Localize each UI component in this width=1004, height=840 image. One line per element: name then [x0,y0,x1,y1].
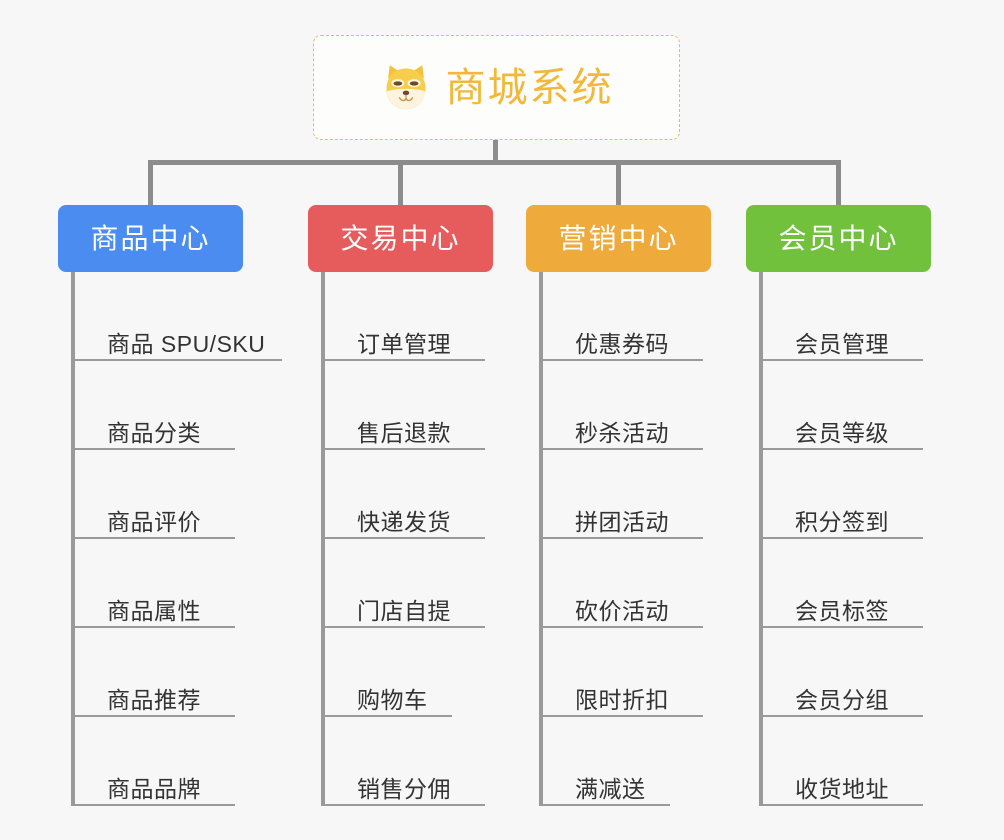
leaf-label: 积分签到 [795,508,889,535]
root-node-shop-system[interactable]: 商城系统 [313,35,680,140]
leaf-underline [325,359,485,361]
leaf-item[interactable]: 商品评价 [75,450,265,539]
leaf-column-marketing-center: 优惠券码 秒杀活动 拼团活动 砍价活动 限时折扣 满减送 [539,272,703,806]
leaf-underline [75,626,235,628]
leaf-item[interactable]: 满减送 [543,717,670,806]
leaf-label: 限时折扣 [575,686,669,713]
leaf-underline [763,359,923,361]
category-node-marketing-center[interactable]: 营销中心 [526,205,711,272]
leaf-underline [325,804,485,806]
leaf-label: 商品品牌 [107,775,201,802]
category-label: 营销中心 [558,222,679,254]
category-node-member-center[interactable]: 会员中心 [746,205,931,272]
leaf-label: 购物车 [357,686,428,713]
leaf-label: 商品属性 [107,597,201,624]
leaf-underline [325,626,485,628]
leaf-label: 拼团活动 [575,508,669,535]
leaf-underline [75,448,235,450]
leaf-column-trade-center: 订单管理 售后退款 快递发货 门店自提 购物车 销售分佣 [321,272,485,806]
leaf-label: 门店自提 [357,597,451,624]
leaf-item[interactable]: 门店自提 [325,539,485,628]
leaf-underline [325,448,485,450]
leaf-label: 商品 SPU/SKU [107,330,266,357]
leaf-underline [543,804,670,806]
leaf-item[interactable]: 会员标签 [763,539,923,628]
leaf-item[interactable]: 积分签到 [763,450,923,539]
leaf-item[interactable]: 商品品牌 [75,717,265,806]
leaf-item[interactable]: 秒杀活动 [543,361,703,450]
leaf-item[interactable]: 会员管理 [763,272,923,361]
leaf-underline [543,626,703,628]
leaf-item[interactable]: 商品属性 [75,539,265,628]
leaf-label: 快递发货 [357,508,451,535]
category-label: 交易中心 [340,222,461,254]
shiba-dog-face-icon [386,64,425,109]
leaf-item[interactable]: 收货地址 [763,717,923,806]
leaf-item[interactable]: 订单管理 [325,272,485,361]
connector-drop-1 [148,160,153,208]
leaf-label: 会员标签 [795,597,889,624]
connector-drop-4 [836,160,841,208]
leaf-item[interactable]: 商品 SPU/SKU [75,272,282,361]
connector-drop-2 [398,160,403,208]
leaf-underline [325,715,452,717]
root-node-title: 商城系统 [445,65,614,110]
leaf-column-member-center: 会员管理 会员等级 积分签到 会员标签 会员分组 收货地址 [759,272,923,806]
leaf-item[interactable]: 限时折扣 [543,628,703,717]
leaf-label: 商品推荐 [107,686,201,713]
leaf-label: 销售分佣 [357,775,451,802]
leaf-label: 商品评价 [107,508,201,535]
category-label: 会员中心 [778,222,899,254]
leaf-column-product-center: 商品 SPU/SKU 商品分类 商品评价 商品属性 商品推荐 商品品牌 [71,272,282,806]
connector-drop-3 [616,160,621,208]
leaf-item[interactable]: 快递发货 [325,450,485,539]
leaf-underline [543,448,703,450]
leaf-label: 会员管理 [795,330,889,357]
leaf-item[interactable]: 购物车 [325,628,452,717]
leaf-item[interactable]: 会员分组 [763,628,923,717]
leaf-label: 秒杀活动 [575,419,669,446]
leaf-item[interactable]: 拼团活动 [543,450,703,539]
category-node-trade-center[interactable]: 交易中心 [308,205,493,272]
leaf-label: 订单管理 [357,330,451,357]
leaf-label: 收货地址 [795,775,889,802]
leaf-item[interactable]: 优惠券码 [543,272,703,361]
leaf-label: 会员等级 [795,419,889,446]
leaf-underline [75,537,235,539]
leaf-underline [75,715,235,717]
leaf-item[interactable]: 砍价活动 [543,539,703,628]
leaf-underline [763,448,923,450]
leaf-label: 会员分组 [795,686,889,713]
leaf-label: 商品分类 [107,419,201,446]
leaf-underline [763,715,923,717]
leaf-label: 砍价活动 [575,597,669,624]
leaf-item[interactable]: 商品分类 [75,361,265,450]
leaf-underline [543,715,703,717]
leaf-underline [325,537,485,539]
leaf-item[interactable]: 商品推荐 [75,628,265,717]
leaf-underline [75,804,235,806]
leaf-item[interactable]: 售后退款 [325,361,485,450]
category-label: 商品中心 [90,222,211,254]
leaf-label: 售后退款 [357,419,451,446]
connector-root-stem [493,140,498,164]
leaf-underline [763,626,923,628]
leaf-underline [543,359,703,361]
leaf-underline [763,804,923,806]
leaf-label: 满减送 [575,775,646,802]
leaf-underline [543,537,703,539]
category-node-product-center[interactable]: 商品中心 [58,205,243,272]
leaf-underline [763,537,923,539]
leaf-item[interactable]: 销售分佣 [325,717,485,806]
leaf-item[interactable]: 会员等级 [763,361,923,450]
leaf-label: 优惠券码 [575,330,669,357]
leaf-underline [75,359,282,361]
connector-horizontal-bus [148,160,841,165]
